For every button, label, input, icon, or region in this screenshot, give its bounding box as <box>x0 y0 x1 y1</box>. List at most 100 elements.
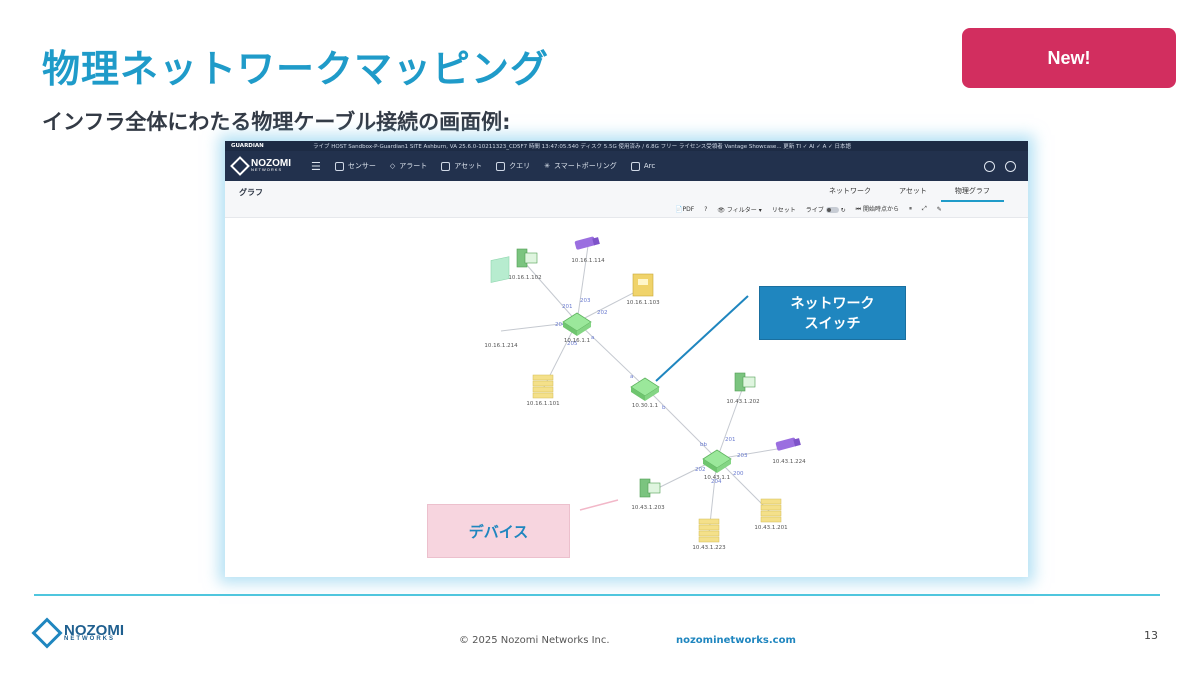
node-label: 10.43.1.202 <box>726 399 759 405</box>
port-label: 203 <box>737 453 748 459</box>
node-label: 10.43.1.201 <box>754 525 787 531</box>
tab-network[interactable]: ネットワーク <box>829 187 871 195</box>
port-label: bb <box>700 442 707 448</box>
nav-arc-label: Arc <box>643 162 656 170</box>
graph-node-plc[interactable]: 10.16.1.103 <box>626 273 660 306</box>
graph-node-workstation[interactable]: 10.43.1.202 <box>726 372 760 405</box>
graph-node-server[interactable]: 10.43.1.201 <box>754 498 788 531</box>
switch-side <box>645 387 659 401</box>
user-icon[interactable] <box>1005 160 1016 172</box>
graph-node-workstation[interactable]: 10.43.1.203 <box>631 478 665 511</box>
graph-node-server[interactable]: 10.43.1.223 <box>692 518 726 551</box>
nav-query-label: クエリ <box>509 162 531 170</box>
status-info: ライブ HOST Sandbox-P-Guardian1 SITE Ashbur… <box>313 144 851 150</box>
nav-assets[interactable]: アセット <box>441 161 482 171</box>
server-icon <box>532 386 554 393</box>
node-label: 10.30.1.1 <box>632 403 658 409</box>
skip-back-icon: ⏮ <box>855 206 863 213</box>
server-icon <box>532 392 554 399</box>
port-label: 203 <box>580 298 591 304</box>
nav-alerts[interactable]: ◇アラート <box>390 161 427 171</box>
live-toggle[interactable]: ライブ ↻ <box>806 205 846 214</box>
node-label: 10.43.1.223 <box>692 545 726 551</box>
brand-label: GUARDIAN <box>231 143 264 149</box>
footer-logo-sub: NETWORKS <box>64 636 115 643</box>
eye-icon: 👁 <box>717 206 727 214</box>
camera-lens <box>793 438 801 447</box>
pause-icon[interactable]: ⏸ <box>908 205 912 212</box>
logo-name: NOZOMI <box>251 158 291 170</box>
reset-button[interactable]: リセット <box>771 206 796 214</box>
node-label: 10.43.1.203 <box>631 505 665 511</box>
node-label: 10.16.1.103 <box>626 300 660 306</box>
port-label: 200 <box>733 471 744 477</box>
monitor-icon <box>441 161 451 171</box>
copyright: © 2025 Nozomi Networks Inc. <box>459 635 610 646</box>
toggle-switch[interactable] <box>825 207 839 213</box>
monitor-screen <box>742 376 756 388</box>
pdf-button[interactable]: 📄PDF <box>675 205 695 213</box>
nav-smart-polling[interactable]: ✳スマートポーリング <box>544 161 617 171</box>
server-icon <box>698 530 720 537</box>
nav-alerts-label: アラート <box>399 162 428 170</box>
help-button[interactable]: ? <box>704 205 708 213</box>
nav-query[interactable]: クエリ <box>496 161 530 171</box>
switch-side <box>563 322 577 336</box>
port-label: 201 <box>562 304 573 310</box>
graph-node-switch[interactable]: 10.43.1.1 <box>702 449 732 481</box>
filter-button[interactable]: 👁 フィルター ▾ <box>717 205 761 214</box>
graph-node-hmi[interactable]: 10.16.1.214 <box>484 256 518 349</box>
website-link[interactable]: nozominetworks.com <box>676 635 796 646</box>
settings-icon[interactable] <box>984 160 995 172</box>
graph-node-switch[interactable]: 10.30.1.1 <box>630 377 660 409</box>
nav-arc[interactable]: Arc <box>630 161 656 171</box>
port-label: 205 <box>567 341 578 347</box>
graph-edge <box>576 321 646 388</box>
node-label: 10.43.1.1 <box>704 475 730 481</box>
port-label: 201 <box>725 437 736 443</box>
graph-node-switch[interactable]: 10.16.1.1 <box>562 312 592 344</box>
slide-title: 物理ネットワークマッピング <box>42 47 550 91</box>
menu-icon[interactable]: ☰ <box>311 159 321 173</box>
port-label: 202 <box>597 310 608 316</box>
graph-toolbar: 📄PDF ? 👁 フィルター ▾ リセット ライブ ↻ ⏮ 開始時点から ⏸ ⤢… <box>675 204 942 214</box>
from-start-button[interactable]: ⏮ 開始時点から <box>856 204 899 214</box>
physical-graph[interactable]: 201203202204205aabbb20120320220420010.16… <box>225 141 1028 577</box>
callout-switch-line2: スイッチ <box>804 316 861 332</box>
logo-sub: NETWORKS <box>251 167 283 173</box>
port-label: 202 <box>695 467 706 473</box>
tab-assets[interactable]: アセット <box>899 187 927 195</box>
tab-physical-graph[interactable]: 物理グラフ <box>940 184 1004 202</box>
sensor-icon <box>334 161 344 171</box>
graph-node-workstation[interactable]: 10.16.1.102 <box>508 248 542 281</box>
nav-assets-label: アセット <box>454 162 483 170</box>
nozomi-logo-icon <box>31 617 63 649</box>
server-icon <box>698 518 720 525</box>
server-icon <box>532 374 554 381</box>
query-icon <box>496 161 506 171</box>
nav-sensors[interactable]: センサー <box>334 161 376 171</box>
port-label: 204 <box>555 322 566 328</box>
live-label: ライブ <box>805 206 824 214</box>
switch-side <box>631 387 645 401</box>
callout-network-switch: ネットワーク スイッチ <box>759 286 906 340</box>
switch-side <box>577 322 591 336</box>
graph-node-camera[interactable]: 10.16.1.114 <box>571 236 605 264</box>
hmi-icon <box>490 256 510 283</box>
graph-node-server[interactable]: 10.16.1.101 <box>526 374 560 407</box>
page-header: グラフ ネットワーク アセット 物理グラフ 📄PDF ? 👁 フィルター ▾ リ… <box>225 181 1028 218</box>
refresh-icon[interactable]: ↻ <box>840 206 846 214</box>
edit-icon[interactable]: ✎ <box>936 205 942 213</box>
expand-icon[interactable]: ⤢ <box>921 205 927 212</box>
filter-label: フィルター ▾ <box>726 206 762 214</box>
slide-subtitle: インフラ全体にわたる物理ケーブル接続の画面例: <box>42 110 511 134</box>
server-icon <box>760 510 782 517</box>
nav-sensors-label: センサー <box>347 162 376 170</box>
arc-icon <box>630 161 640 171</box>
graph-node-camera[interactable]: 10.43.1.224 <box>772 437 806 465</box>
camera-icon <box>775 437 797 451</box>
graph-edge <box>576 287 644 323</box>
callout-switch-line1: ネットワーク <box>790 296 875 312</box>
